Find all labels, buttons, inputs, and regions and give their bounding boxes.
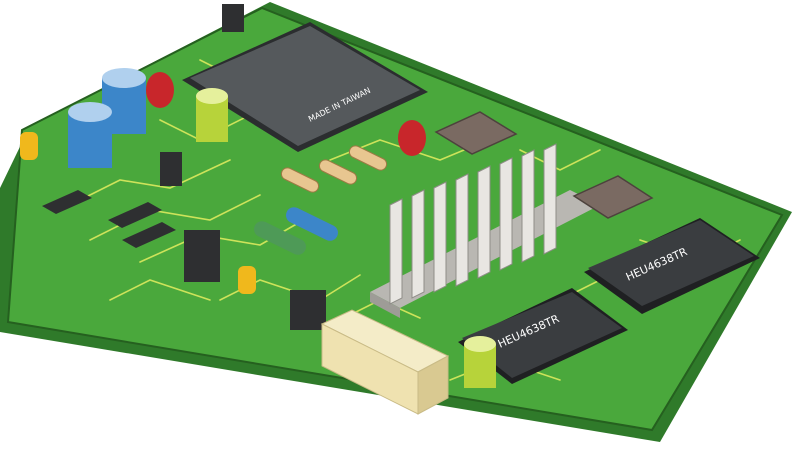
- resistor-green: [254, 221, 306, 255]
- ic-chip-small-middle: [572, 175, 654, 219]
- ic-chip-right: HEU4638TR: [584, 218, 760, 314]
- transistor-top: [222, 4, 244, 32]
- jumper-blocks: [42, 190, 176, 248]
- capacitor-blue-2: [68, 102, 112, 168]
- transistor-lower: [184, 230, 220, 282]
- cpu-chip: MADE IN TAIWAN: [182, 22, 428, 152]
- heatsink: [370, 143, 600, 318]
- capacitor-green-1: [196, 88, 228, 142]
- capacitor-red-2: [398, 120, 426, 156]
- ic-chip-small-top: [434, 111, 518, 155]
- capacitor-green-2: [464, 336, 496, 388]
- resistor-blue: [286, 207, 338, 241]
- resistor-group: [280, 145, 388, 193]
- pin-header-connector: [320, 309, 450, 415]
- led-bottom: [238, 266, 256, 294]
- capacitor-red-1: [146, 72, 174, 108]
- transistor-bottom: [290, 290, 326, 330]
- transistor-middle: [160, 152, 182, 186]
- led-left: [20, 132, 38, 160]
